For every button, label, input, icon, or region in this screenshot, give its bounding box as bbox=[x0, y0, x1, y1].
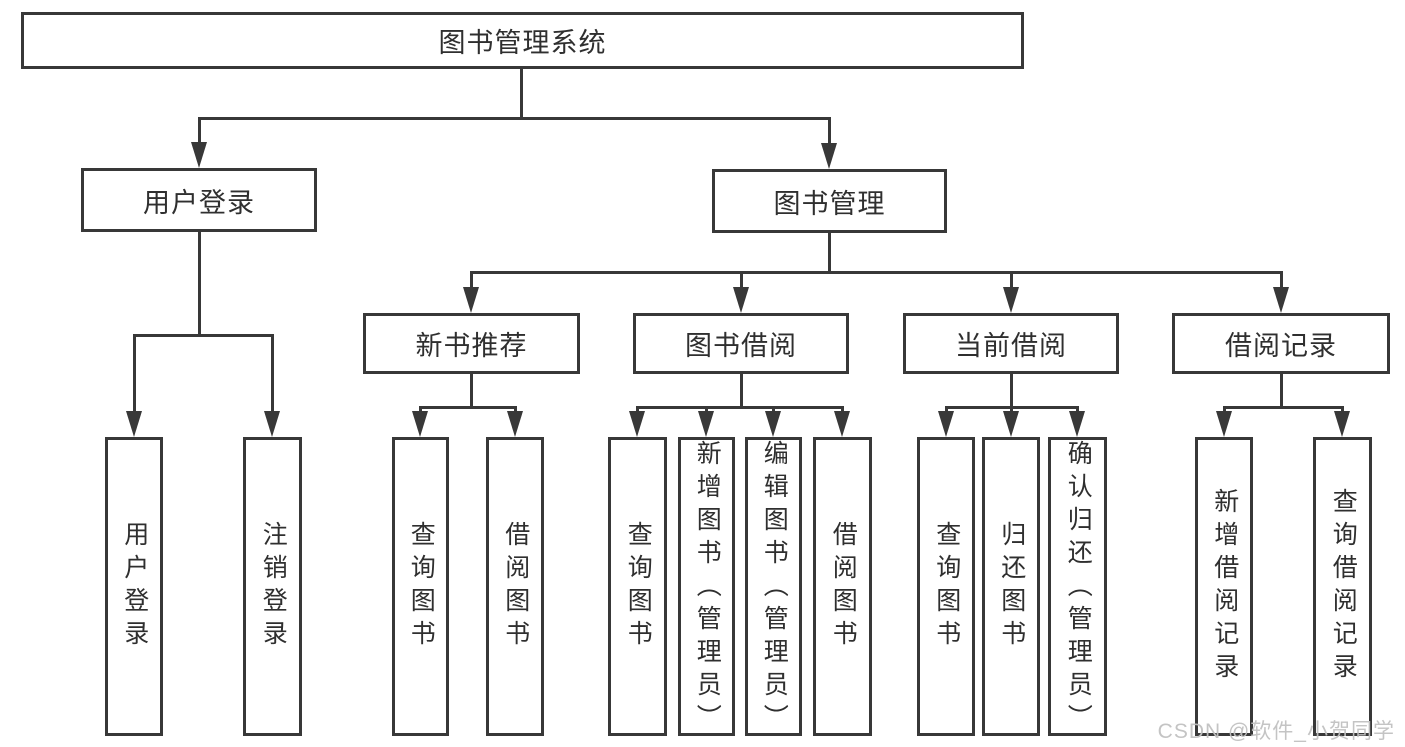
connector-new-book-drop bbox=[470, 374, 473, 409]
leaf-return-books-label: 归还图书 bbox=[997, 520, 1026, 653]
leaf-edit-books-admin-label: 编辑图书（管理员） bbox=[760, 440, 789, 737]
connector-borrow-record-drop bbox=[1280, 374, 1283, 409]
arrowhead-borrow-record bbox=[1273, 287, 1289, 313]
leaf-query-borrow-record: 查询借阅记录 bbox=[1313, 437, 1372, 736]
arrowhead-new-book bbox=[463, 287, 479, 313]
arrowhead-g2-borrow bbox=[507, 411, 523, 437]
connector-stem-g3-borrow bbox=[841, 406, 844, 411]
leaf-borrow-books-recommend: 借阅图书 bbox=[486, 437, 544, 736]
connector-stem-logout bbox=[271, 334, 274, 411]
connector-stem-g5-query bbox=[1341, 406, 1344, 411]
connector-stem-login bbox=[133, 334, 136, 411]
connector-stem-g2-query bbox=[419, 406, 422, 411]
connector-new-book-rail bbox=[419, 406, 517, 409]
node-current-borrowing-label: 当前借阅 bbox=[955, 331, 1067, 361]
connector-level2-rail bbox=[470, 271, 1283, 274]
connector-stem-g3-query bbox=[636, 406, 639, 411]
connector-current-borrow-drop bbox=[1010, 374, 1013, 409]
leaf-user-login: 用户登录 bbox=[105, 437, 163, 736]
leaf-add-borrow-record-label: 新增借阅记录 bbox=[1210, 487, 1239, 686]
connector-stem-g2-borrow bbox=[514, 406, 517, 411]
connector-level1-rail bbox=[198, 117, 831, 120]
connector-borrow-record-rail bbox=[1223, 406, 1344, 409]
arrowhead-current-borrow bbox=[1003, 287, 1019, 313]
leaf-confirm-return-admin: 确认归还（管理员） bbox=[1048, 437, 1107, 737]
leaf-add-books-admin: 新增图书（管理员） bbox=[678, 437, 735, 737]
leaf-logout-label: 注销登录 bbox=[259, 520, 288, 653]
leaf-query-books-current-label: 查询图书 bbox=[932, 520, 961, 653]
arrowhead-g3-edit bbox=[765, 411, 781, 437]
connector-stem-g5-add bbox=[1223, 406, 1226, 411]
connector-user-login-drop bbox=[198, 232, 201, 337]
connector-book-borrow-drop bbox=[740, 374, 743, 409]
csdn-watermark: CSDN @软件_小贺同学 bbox=[1157, 720, 1395, 743]
leaf-add-borrow-record: 新增借阅记录 bbox=[1195, 437, 1253, 736]
arrowhead-book-borrow bbox=[733, 287, 749, 313]
leaf-confirm-return-admin-label: 确认归还（管理员） bbox=[1064, 440, 1093, 737]
arrowhead-logout bbox=[264, 411, 280, 437]
arrowhead-g2-query bbox=[412, 411, 428, 437]
leaf-query-books-recommend-label: 查询图书 bbox=[407, 520, 436, 653]
connector-book-management-drop bbox=[828, 233, 831, 274]
leaf-query-books-current: 查询图书 bbox=[917, 437, 975, 736]
arrowhead-g3-add bbox=[698, 411, 714, 437]
node-user-login-label: 用户登录 bbox=[143, 187, 255, 218]
arrowhead-g3-query bbox=[629, 411, 645, 437]
connector-stem-user-login bbox=[198, 117, 201, 142]
node-book-borrowing-label: 图书借阅 bbox=[685, 331, 797, 361]
leaf-query-books-recommend: 查询图书 bbox=[392, 437, 449, 736]
connector-stem-g4-return bbox=[1010, 406, 1013, 411]
connector-stem-borrow-record bbox=[1280, 271, 1283, 287]
connector-stem-g4-query bbox=[945, 406, 948, 411]
connector-stem-g3-edit bbox=[772, 406, 775, 411]
arrowhead-g5-query bbox=[1334, 411, 1350, 437]
node-book-management-label: 图书管理 bbox=[773, 188, 886, 219]
arrowhead-g3-borrow bbox=[834, 411, 850, 437]
connector-stem-new-book bbox=[470, 271, 473, 287]
node-user-login: 用户登录 bbox=[81, 168, 317, 232]
leaf-borrow-books: 借阅图书 bbox=[813, 437, 872, 736]
connector-stem-current-borrow bbox=[1010, 271, 1013, 287]
node-book-management: 图书管理 bbox=[712, 169, 947, 233]
leaf-query-books-borrowing: 查询图书 bbox=[608, 437, 667, 736]
arrowhead-g5-add bbox=[1216, 411, 1232, 437]
connector-root-drop bbox=[520, 69, 523, 118]
node-root-label: 图书管理系统 bbox=[438, 28, 607, 58]
node-book-borrowing: 图书借阅 bbox=[633, 313, 849, 374]
arrowhead-g4-return bbox=[1003, 411, 1019, 437]
leaf-borrow-books-recommend-label: 借阅图书 bbox=[501, 520, 530, 653]
connector-book-borrow-rail bbox=[636, 406, 844, 409]
node-new-book-recommend-label: 新书推荐 bbox=[415, 331, 528, 361]
node-root: 图书管理系统 bbox=[21, 12, 1024, 69]
node-borrowing-records-label: 借阅记录 bbox=[1225, 331, 1337, 361]
connector-stem-g3-add bbox=[705, 406, 708, 411]
arrowhead-g4-query bbox=[938, 411, 954, 437]
leaf-return-books: 归还图书 bbox=[982, 437, 1040, 736]
leaf-borrow-books-label: 借阅图书 bbox=[829, 520, 858, 653]
arrowhead-login bbox=[126, 411, 142, 437]
connector-stem-book-management bbox=[828, 117, 831, 143]
node-new-book-recommend: 新书推荐 bbox=[363, 313, 580, 374]
connector-user-login-rail bbox=[133, 334, 274, 337]
arrowhead-g4-confirm bbox=[1069, 411, 1085, 437]
leaf-add-books-admin-label: 新增图书（管理员） bbox=[693, 440, 722, 737]
node-borrowing-records: 借阅记录 bbox=[1172, 313, 1390, 374]
leaf-logout: 注销登录 bbox=[243, 437, 302, 736]
leaf-query-borrow-record-label: 查询借阅记录 bbox=[1329, 487, 1358, 686]
leaf-user-login-label: 用户登录 bbox=[120, 520, 149, 653]
arrowhead-user-login bbox=[191, 142, 207, 168]
connector-stem-book-borrow bbox=[740, 271, 743, 287]
connector-stem-g4-confirm bbox=[1076, 406, 1079, 411]
arrowhead-book-management bbox=[821, 143, 837, 169]
leaf-edit-books-admin: 编辑图书（管理员） bbox=[745, 437, 802, 737]
leaf-query-books-borrowing-label: 查询图书 bbox=[624, 520, 653, 653]
node-current-borrowing: 当前借阅 bbox=[903, 313, 1119, 374]
